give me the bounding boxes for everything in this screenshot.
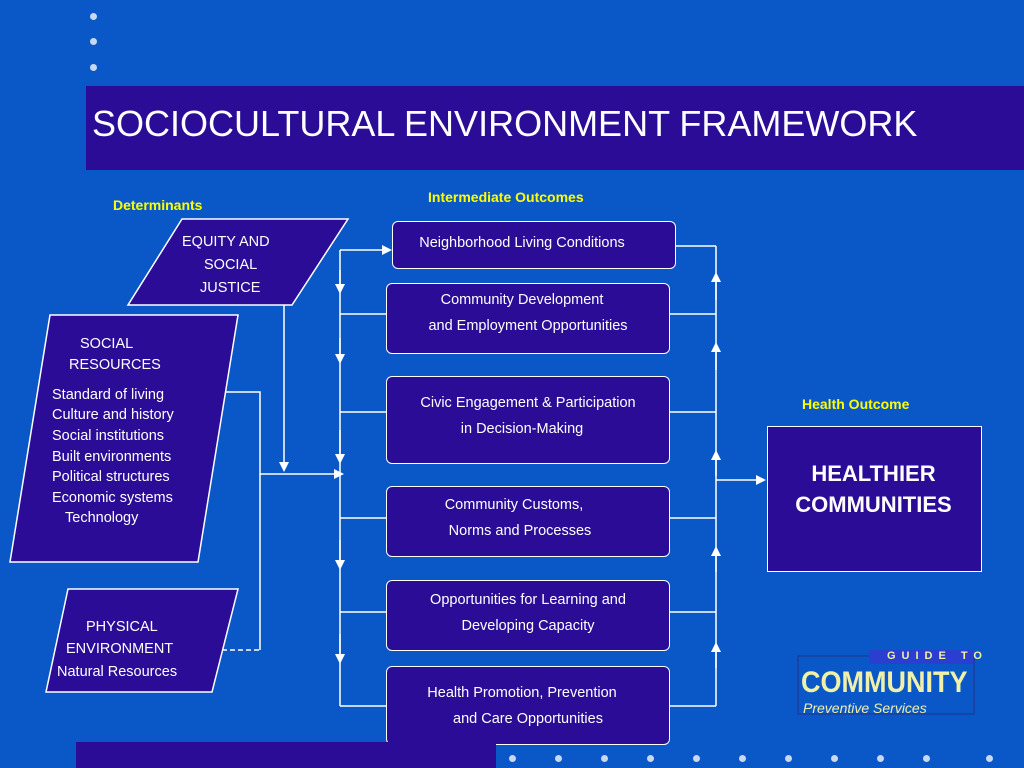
determinants-label: Determinants [113,197,203,213]
bottom-band [76,742,496,768]
physical-line-2: ENVIRONMENT [66,641,174,657]
physical-line-1: PHYSICAL [86,619,158,635]
outcome-box-6-line-2: and Care Opportunities [453,711,603,727]
social-item: Built environments [52,449,172,465]
social-resources-shape [9,314,239,563]
outcome-box-1: Neighborhood Living Conditions [392,221,676,269]
physical-environment-shape [45,588,239,693]
equity-shape [126,218,350,306]
community-guide-logo: GUIDE TO COMMUNITY Preventive Services [797,648,982,716]
outcome-box-4: Community Customs, Norms and Processes [386,486,670,557]
social-item: Technology [65,510,139,526]
outcome-box-3-line-2: in Decision-Making [460,421,584,437]
outcome-box-5: Opportunities for Learning and Developin… [386,580,670,651]
health-outcome-box [767,426,982,572]
logo-graphic [797,650,975,715]
social-title-2: RESOURCES [69,357,161,373]
decor-dot [555,755,562,762]
intermediate-outcomes-label: Intermediate Outcomes [428,189,584,205]
outcome-box-4-line-1: Community Customs, [444,497,584,513]
outcome-box-6: Health Promotion, Prevention and Care Op… [386,666,670,745]
social-item: Social institutions [52,428,165,444]
social-resources-arrow [224,391,344,479]
outcome-box-3-line-1: Civic Engagement & Participation [420,395,636,411]
social-item: Standard of living [52,387,165,403]
decor-dot [90,13,97,20]
outcome-box-5-line-1: Opportunities for Learning and [430,592,626,608]
outcome-box-2: Community Development and Employment Opp… [386,283,670,354]
outcome-box-6-line-1: Health Promotion, Prevention [427,685,617,701]
decor-dot [601,755,608,762]
outcome-box-5-line-2: Developing Capacity [461,618,595,634]
decor-dot [986,755,993,762]
physical-line-3: Natural Resources [57,664,178,680]
equity-line-2: SOCIAL [204,257,258,273]
social-item: Economic systems [52,490,173,506]
decor-dot [693,755,700,762]
title-band [86,86,1024,170]
outcome-box-1-line-1: Neighborhood Living Conditions [419,235,625,251]
outcome-box-3: Civic Engagement & Participation in Deci… [386,376,670,464]
outcome-box-4-line-2: Norms and Processes [448,523,592,539]
decor-dot [90,64,97,71]
social-title-1: SOCIAL [80,336,134,352]
equity-line-1: EQUITY AND [182,234,270,250]
decor-dot [831,755,838,762]
health-outcome-line-1: HEALTHIER [811,461,936,486]
decor-dot [877,755,884,762]
logo-guide-to: GUIDE TO [887,650,988,662]
health-outcome-line-2: COMMUNITIES [795,492,952,517]
logo-preventive-services: Preventive Services [803,700,927,716]
logo-community: COMMUNITY [801,666,968,699]
equity-line-3: JUSTICE [200,280,261,296]
decor-dot [509,755,516,762]
page-title: SOCIOCULTURAL ENVIRONMENT FRAMEWORK [92,103,918,144]
social-item: Political structures [52,469,170,485]
outcome-box-2-line-2: and Employment Opportunities [428,318,628,334]
decor-dot [90,38,97,45]
decor-dot [739,755,746,762]
decor-dot [923,755,930,762]
social-item: Culture and history [52,407,174,423]
outcome-box-2-line-1: Community Development [440,292,604,308]
health-outcome-label: Health Outcome [802,396,910,412]
decor-dot [785,755,792,762]
decor-dot [647,755,654,762]
